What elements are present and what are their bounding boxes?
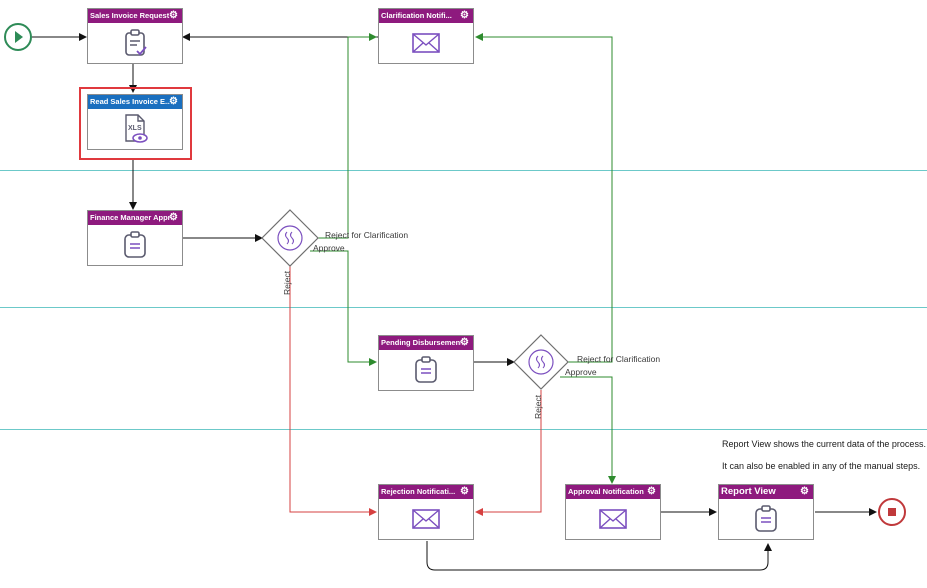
play-icon: [15, 31, 23, 43]
clipboard-icon: [755, 505, 777, 532]
flow-rejection-to-report: [426, 541, 772, 571]
flow-gateway2-reject-clarification: [475, 33, 613, 363]
clipboard-check-icon: [125, 29, 147, 56]
flow-gateway2-approve: [560, 376, 616, 484]
envelope-icon: [412, 33, 440, 53]
task-title: Pending Disbursement: [381, 338, 461, 347]
report-view-note-line1: Report View shows the current data of th…: [722, 439, 926, 449]
task-title: Sales Invoice Request: [90, 11, 170, 20]
gear-icon[interactable]: ⚙: [169, 212, 178, 223]
decision-gateway-1[interactable]: [261, 209, 319, 267]
task-report-view[interactable]: Report View ⚙: [718, 484, 814, 540]
task-finance-manager-approval[interactable]: Finance Manager Appr...⚙: [87, 210, 183, 266]
decision-gateway-2[interactable]: [513, 334, 569, 390]
task-title: Finance Manager Appr...: [90, 213, 170, 222]
flow-gateway1-approve: [310, 250, 377, 366]
gear-icon[interactable]: ⚙: [460, 337, 469, 348]
start-event[interactable]: [4, 23, 32, 51]
flow-gateway1-reject-clarification: [318, 33, 377, 239]
task-title: Report View: [721, 486, 776, 497]
gear-icon[interactable]: ⚙: [460, 486, 469, 497]
task-title: Read Sales Invoice E...: [90, 97, 170, 106]
gear-icon[interactable]: ⚙: [460, 10, 469, 21]
lane-divider: [0, 307, 927, 308]
xls-label: XLS: [128, 125, 142, 132]
edge-label-approve: Approve: [565, 367, 597, 377]
edge-label-reject-for-clarification: Reject for Clarification: [325, 230, 409, 240]
task-rejection-notification[interactable]: Rejection Notificati... ⚙: [378, 484, 474, 540]
clipboard-icon: [124, 231, 146, 258]
report-view-note-line2: It can also be enabled in any of the man…: [722, 461, 921, 471]
gear-icon[interactable]: ⚙: [800, 486, 809, 497]
clipboard-icon: [415, 356, 437, 383]
envelope-icon: [599, 509, 627, 529]
decision-icon: [284, 231, 295, 245]
task-title: Rejection Notificati...: [381, 487, 456, 496]
edge-label-reject: Reject: [282, 270, 292, 295]
edge-label-reject-for-clarification: Reject for Clarification: [577, 354, 661, 364]
task-title: Approval Notification: [568, 487, 644, 496]
stop-icon: [888, 508, 896, 516]
task-read-sales-invoice[interactable]: Read Sales Invoice E...⚙ XLS: [87, 94, 183, 150]
flow-gateway1-reject: [289, 266, 377, 516]
end-event[interactable]: [878, 498, 906, 526]
selection-outline: [79, 87, 192, 160]
envelope-icon: [412, 509, 440, 529]
xls-file-view-icon: XLS: [125, 114, 148, 143]
task-sales-invoice-request[interactable]: Sales Invoice Request⚙: [87, 8, 183, 64]
lane-divider: [0, 170, 927, 171]
gear-icon[interactable]: ⚙: [647, 486, 656, 497]
task-clarification-notification[interactable]: Clarification Notifi... ⚙: [378, 8, 474, 64]
gear-icon[interactable]: ⚙: [169, 10, 178, 21]
task-pending-disbursement[interactable]: Pending Disbursement⚙: [378, 335, 474, 391]
task-approval-notification[interactable]: Approval Notification⚙: [565, 484, 661, 540]
decision-icon: [535, 355, 546, 369]
task-title: Clarification Notifi...: [381, 11, 452, 20]
flow-gateway2-reject: [475, 390, 542, 516]
edge-label-reject: Reject: [533, 394, 543, 419]
lane-divider: [0, 429, 927, 430]
edge-label-approve: Approve: [313, 243, 345, 253]
gear-icon[interactable]: ⚙: [169, 96, 178, 107]
